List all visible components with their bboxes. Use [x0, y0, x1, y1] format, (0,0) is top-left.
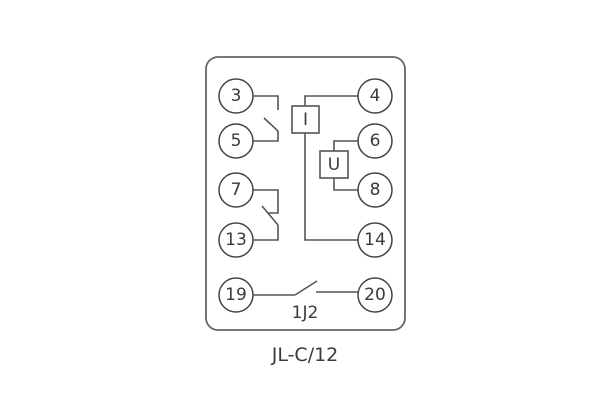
svg-text:6: 6 — [370, 131, 381, 151]
contact-19-20 — [253, 280, 358, 296]
svg-text:3: 3 — [231, 86, 242, 106]
terminal-20: 20 — [357, 277, 393, 313]
svg-text:4: 4 — [370, 86, 381, 106]
terminal-4: 4 — [357, 78, 393, 114]
terminal-3: 3 — [218, 78, 254, 114]
current-coil-circuit — [291, 95, 358, 241]
terminal-19: 19 — [218, 277, 254, 313]
terminal-7: 7 — [218, 172, 254, 208]
svg-text:8: 8 — [370, 180, 381, 200]
model-caption: JL-C/12 — [271, 344, 339, 366]
svg-text:7: 7 — [231, 180, 242, 200]
svg-text:5: 5 — [231, 131, 242, 151]
svg-text:13: 13 — [225, 230, 247, 250]
svg-text:20: 20 — [364, 285, 386, 305]
terminal-8: 8 — [357, 172, 393, 208]
terminal-14: 14 — [357, 222, 393, 258]
terminal-6: 6 — [357, 123, 393, 159]
voltage-coil-circuit — [319, 140, 358, 191]
svg-text:19: 19 — [225, 285, 247, 305]
current-coil-box — [291, 105, 320, 134]
svg-text:14: 14 — [364, 230, 386, 250]
voltage-coil-box — [319, 150, 349, 179]
contact-label: 1J2 — [292, 303, 319, 323]
contact-7-13 — [253, 189, 279, 241]
terminal-13: 13 — [218, 222, 254, 258]
current-coil-label: I — [303, 110, 308, 130]
terminal-5: 5 — [218, 123, 254, 159]
contact-3-5 — [253, 95, 279, 142]
voltage-coil-label: U — [328, 155, 340, 175]
